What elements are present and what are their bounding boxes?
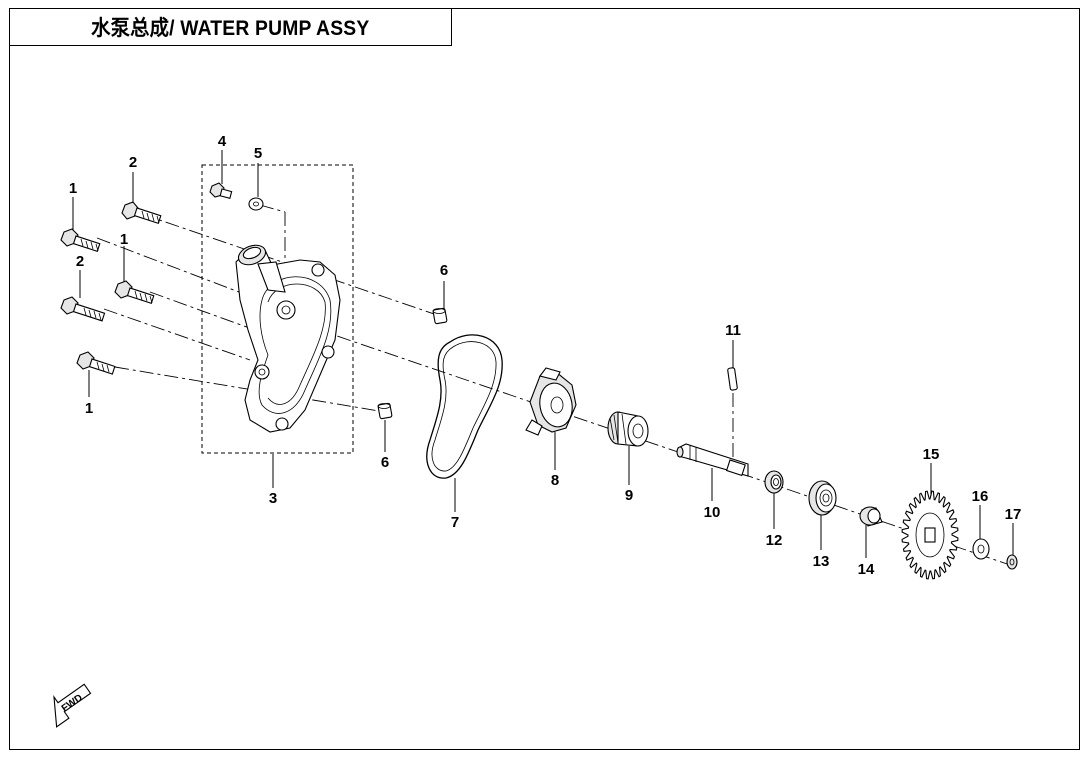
shaft-pin	[727, 367, 738, 391]
callout-5: 5	[254, 145, 262, 162]
callout-1b: 1	[120, 231, 128, 248]
dowel-pin-lower	[377, 402, 393, 420]
bearing	[808, 480, 837, 516]
pump-shaft	[676, 443, 749, 477]
callout-10: 10	[704, 504, 721, 521]
bolt-upper-left	[60, 228, 101, 253]
callout-12: 12	[766, 532, 783, 549]
callout-13: 13	[813, 553, 830, 570]
callout-17: 17	[1005, 506, 1022, 523]
bushing	[859, 506, 883, 527]
gasket	[426, 334, 503, 479]
page-title: 水泵总成/ WATER PUMP ASSY	[91, 17, 370, 40]
callout-3: 3	[269, 490, 277, 507]
callout-6a: 6	[440, 262, 448, 279]
cover-group-box	[201, 164, 354, 454]
callout-9: 9	[625, 487, 633, 504]
leader-lines	[72, 150, 1014, 558]
drive-gear	[901, 490, 959, 580]
oil-seal	[764, 470, 784, 494]
dowel-pin-upper	[432, 307, 448, 325]
callout-6b: 6	[381, 454, 389, 471]
pump-cover	[235, 244, 341, 433]
callout-11: 11	[725, 322, 741, 339]
callout-1c: 1	[85, 400, 93, 417]
bolt-long-lower	[60, 296, 106, 322]
bolt-lower	[76, 351, 116, 375]
fwd-arrow-icon: FWD	[53, 683, 92, 728]
callout-2a: 2	[129, 154, 137, 171]
callout-14: 14	[858, 561, 875, 578]
bolt-middle	[114, 280, 155, 305]
bolt-long-upper	[121, 201, 162, 225]
callout-2b: 2	[76, 253, 84, 270]
callout-7: 7	[451, 514, 459, 531]
title-box: 水泵总成/ WATER PUMP ASSY	[9, 8, 452, 46]
circlip	[1006, 554, 1018, 570]
mechanical-seal	[607, 411, 649, 447]
callout-16: 16	[972, 488, 989, 505]
drawing-frame	[9, 8, 1080, 750]
thrust-washer	[972, 538, 990, 560]
callout-numbers: 1 2 1 2 1 4 5 3 6 6 7 8 9 10 11 12 13 14…	[69, 133, 1022, 578]
callout-8: 8	[551, 472, 559, 489]
callout-1a: 1	[69, 180, 77, 197]
callout-15: 15	[923, 446, 940, 463]
callout-4: 4	[218, 133, 227, 150]
impeller	[525, 367, 577, 436]
washer	[248, 197, 264, 211]
small-bolt	[209, 182, 233, 200]
